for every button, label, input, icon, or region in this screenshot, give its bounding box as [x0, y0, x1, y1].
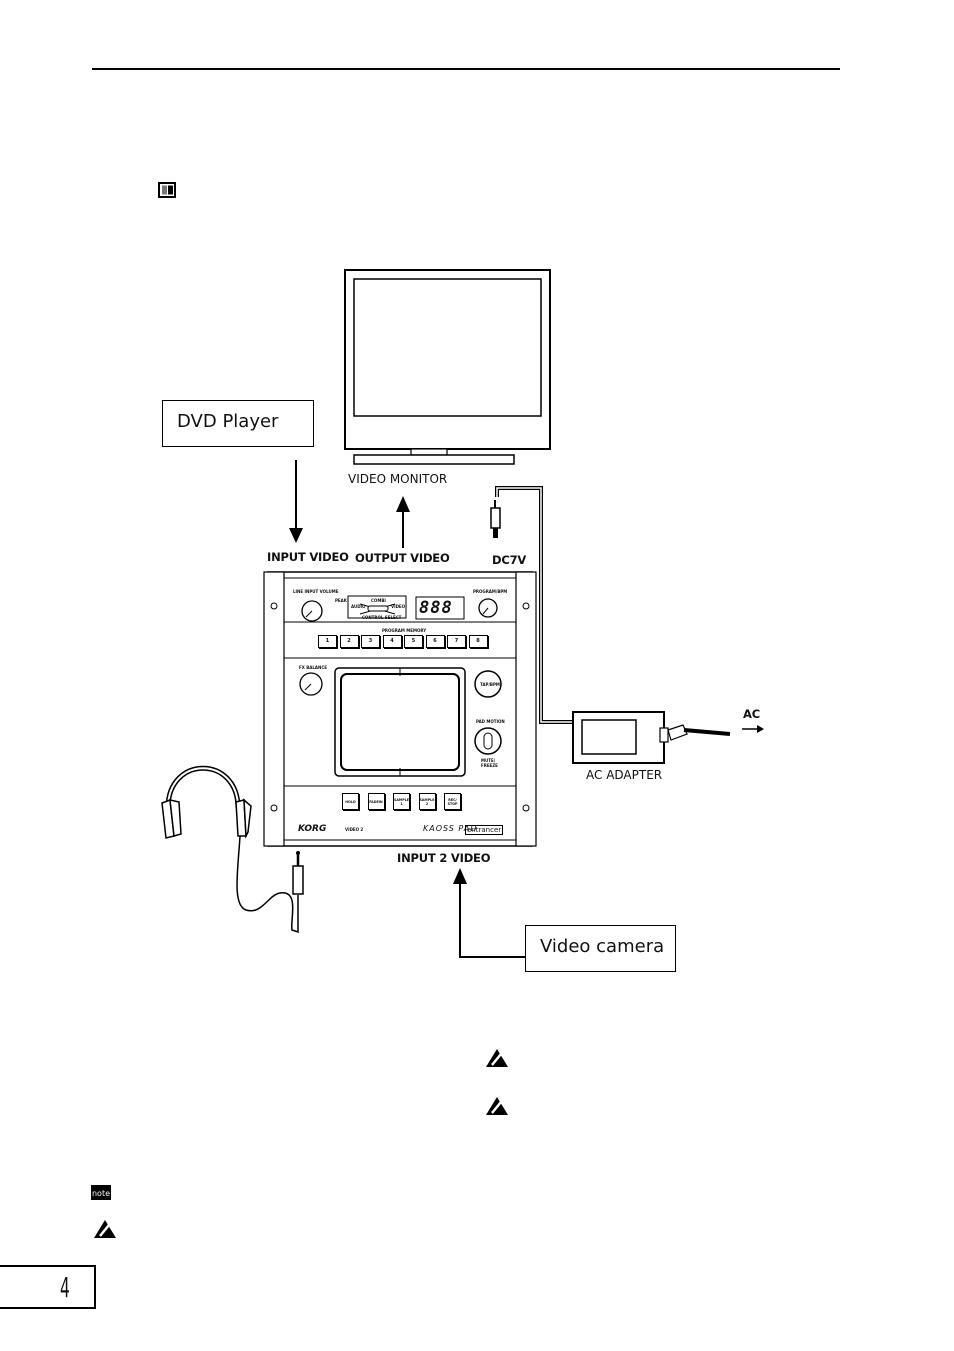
- program-memory-button[interactable]: 3: [361, 635, 380, 648]
- caution-icon: [486, 1049, 508, 1067]
- program-memory-button[interactable]: 8: [468, 635, 488, 648]
- page-number: 4: [60, 1271, 70, 1304]
- kaoss-pad-device: [263, 571, 537, 847]
- phone-jack-icon: [292, 851, 304, 895]
- program-memory-button[interactable]: 5: [404, 635, 423, 648]
- ac-adapter-icon: [572, 711, 731, 764]
- program-memory-button[interactable]: 6: [425, 635, 445, 648]
- input2-video-label: INPUT 2 VIDEO: [397, 851, 491, 865]
- device-button[interactable]: SAMPLE 2: [418, 793, 436, 810]
- video-camera-box: Video camera: [525, 925, 676, 972]
- square-bullet-icon: [158, 182, 176, 198]
- bottom-buttons: HOLD FADEIN SAMPLE 1 SAMPLE 2 REC/ STOP: [342, 793, 462, 811]
- device-button[interactable]: FADEIN: [367, 793, 385, 810]
- input-video-label: INPUT VIDEO: [267, 550, 349, 564]
- dvd-player-box: DVD Player: [162, 400, 314, 447]
- program-memory-button[interactable]: 7: [447, 635, 466, 648]
- dc-plug-icon: [490, 500, 501, 538]
- video-monitor-icon: [344, 269, 551, 465]
- ac-label: AC: [743, 707, 760, 721]
- headphone-cable: [236, 835, 299, 934]
- ac-adapter-label: AC ADAPTER: [586, 768, 663, 782]
- output-video-label: OUTPUT VIDEO: [355, 551, 450, 565]
- note-icon: note: [91, 1185, 111, 1200]
- program-memory-button[interactable]: 2: [339, 635, 359, 648]
- headphones-icon: [161, 765, 252, 839]
- caution-icon: [486, 1097, 508, 1115]
- device-button[interactable]: HOLD: [342, 793, 359, 810]
- camera-to-input2-arrow: [459, 880, 525, 958]
- dvd-player-label: DVD Player: [177, 411, 279, 432]
- device-button[interactable]: SAMPLE 1: [393, 793, 410, 810]
- program-memory-button[interactable]: 4: [382, 635, 402, 648]
- caution-icon: [94, 1220, 116, 1238]
- video-camera-label: Video camera: [540, 936, 665, 957]
- video-monitor-label: VIDEO MONITOR: [348, 472, 448, 486]
- svg-text:note: note: [92, 1189, 110, 1198]
- program-memory-button[interactable]: 1: [318, 635, 337, 648]
- device-button[interactable]: REC/ STOP: [444, 793, 461, 810]
- page-number-box: 4: [0, 1265, 96, 1309]
- header-rule: [92, 68, 840, 70]
- dc7v-label: DC7V: [492, 553, 527, 567]
